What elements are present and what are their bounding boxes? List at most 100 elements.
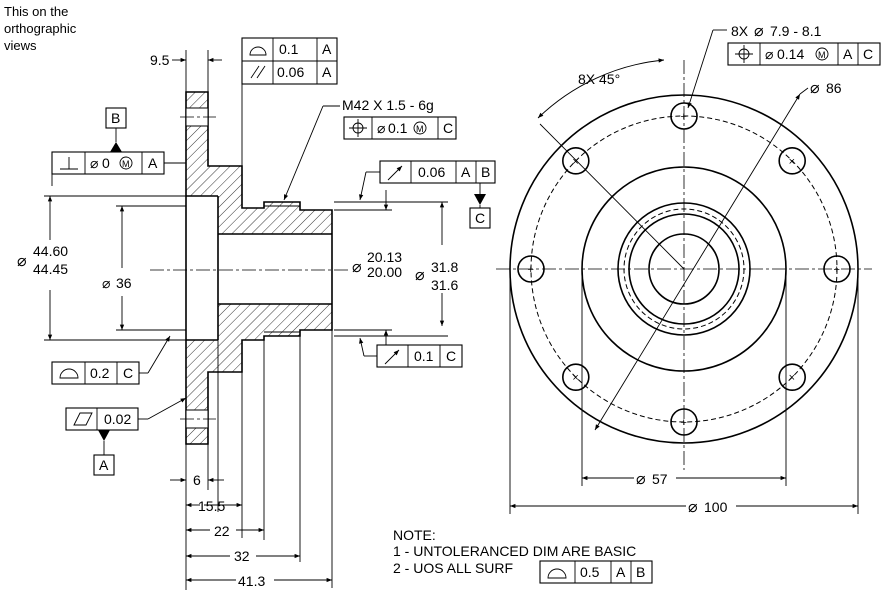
profile-surface-icon (59, 368, 79, 379)
thread-pos-tol: 0.1 (388, 120, 408, 136)
bolt-hole (823, 255, 851, 283)
notes-datum-1: A (616, 564, 626, 580)
svg-text:M: M (818, 50, 826, 60)
fcf-runout-2: 0.1 C (359, 337, 463, 368)
bolt-hole (517, 255, 545, 283)
fcf-perp: ⌀ 0 M A (51, 151, 186, 186)
profile-surface-icon (249, 46, 267, 56)
runout-datum-2: B (481, 164, 490, 180)
fcf-runout: 0.06 A B C (359, 160, 496, 229)
dim-dia-57: ⌀ 57 (581, 269, 787, 488)
hole-pos-datum-1: A (843, 46, 853, 62)
thread-pos-datum: C (443, 120, 453, 136)
bolt-hole-center-mark: × (789, 372, 795, 384)
dia-44-upper: 44.60 (33, 243, 68, 259)
dim-15-5-text: 15.5 (198, 498, 225, 514)
intro-note: This on the orthographic views (4, 4, 77, 53)
bolt-hole (562, 147, 590, 175)
notes-line-2: 2 - UOS ALL SURF (393, 560, 513, 576)
hole-size: 7.9 - 8.1 (770, 23, 822, 39)
intro-note-line-2: orthographic (4, 21, 77, 36)
notes: NOTE: 1 - UNTOLERANCED DIM ARE BASIC 2 -… (393, 527, 653, 584)
dia-31-lower: 31.6 (431, 277, 458, 293)
svg-text:⌀: ⌀ (636, 471, 646, 488)
thread-text: M42 X 1.5 - 6g (342, 97, 434, 113)
position-icon (349, 119, 367, 137)
perp-tol: 0 (102, 155, 110, 171)
circular-runout-icon (384, 349, 400, 365)
top-profile-tol: 0.1 (279, 41, 299, 57)
datum-a-label: A (99, 457, 109, 473)
bolt-hole-center-mark: × (572, 156, 578, 168)
bolt-hole-center-mark: + (528, 264, 534, 276)
dim-22-text: 22 (214, 523, 230, 539)
fcf-flatness: 0.02 A (65, 397, 187, 476)
section-view (150, 91, 348, 445)
profile-left-tol: 0.2 (90, 365, 110, 381)
notes-title: NOTE: (393, 527, 436, 543)
svg-text:⌀: ⌀ (377, 120, 385, 136)
profile-left-datum: C (123, 365, 133, 381)
dim-dia-36: ⌀ 36 (102, 205, 186, 331)
dia-20-upper: 20.13 (367, 249, 402, 265)
dim-dia-20: ⌀ 20.13 20.00 (334, 190, 402, 348)
svg-text:⌀: ⌀ (415, 267, 425, 284)
dim-dia-100: ⌀ 100 (509, 269, 859, 516)
dia-36-text: 36 (116, 275, 132, 291)
top-parallel-datum: A (322, 64, 332, 80)
dim-41-3-text: 41.3 (238, 573, 265, 589)
bolt-hole-center-mark: + (681, 111, 687, 123)
bolt-hole-center-mark: + (834, 264, 840, 276)
flatness-tol: 0.02 (104, 411, 131, 427)
flatness-icon (73, 412, 93, 426)
hole-pos-datum-2: C (863, 46, 873, 62)
dim-6-text: 6 (193, 472, 201, 488)
svg-text:⌀: ⌀ (17, 253, 27, 270)
fcf-profile-left: 0.2 C (51, 335, 171, 385)
bolt-hole-center-mark: × (572, 372, 578, 384)
bolt-hole (562, 363, 590, 391)
intro-note-line-1: This on the (4, 4, 68, 19)
perp-datum: A (148, 155, 158, 171)
dia-57-text: 57 (652, 471, 668, 487)
datum-triangle-icon (110, 142, 122, 152)
hole-count: 8X (731, 23, 749, 39)
dim-dia-44: ⌀ 44.60 44.45 (17, 195, 186, 341)
intro-note-line-3: views (4, 38, 37, 53)
svg-text:⌀: ⌀ (688, 499, 698, 516)
notes-line-1: 1 - UNTOLERANCED DIM ARE BASIC (393, 543, 636, 559)
hole-callout: 8X ⌀ 7.9 - 8.1 ⌀ 0.14 M A C (687, 23, 881, 109)
dim-9-5: 9.5 (150, 50, 222, 92)
dia-100-text: 100 (704, 499, 728, 515)
svg-text:⌀: ⌀ (102, 275, 110, 291)
svg-text:⌀: ⌀ (765, 46, 773, 62)
dim-9-5-text: 9.5 (150, 52, 170, 68)
parallelism-icon (250, 65, 266, 79)
thread-callout: M42 X 1.5 - 6g ⌀ 0.1 M C (283, 97, 457, 201)
notes-profile-tol: 0.5 (580, 564, 600, 580)
runout-2-tol: 0.1 (414, 348, 434, 364)
dim-32-text: 32 (234, 548, 250, 564)
dim-dia-86: ⌀ 86 (594, 80, 842, 431)
runout-2-datum: C (446, 348, 456, 364)
svg-text:M: M (122, 159, 130, 169)
datum-b: B (105, 107, 127, 152)
dia-44-lower: 44.45 (33, 261, 68, 277)
runout-datum-1: A (461, 164, 471, 180)
runout-tol: 0.06 (418, 164, 445, 180)
svg-text:M: M (416, 124, 424, 134)
svg-text:⌀: ⌀ (90, 155, 98, 171)
perpendicularity-icon (60, 157, 78, 170)
datum-c-label: C (475, 210, 485, 226)
svg-text:⌀: ⌀ (810, 80, 820, 97)
bolt-hole-center-mark: + (681, 417, 687, 429)
fcf-top: 0.1 A 0.06 A (241, 37, 338, 166)
svg-text:⌀: ⌀ (754, 23, 764, 40)
bottom-dims: 6 15.5 22 32 41.3 (170, 330, 333, 590)
notes-datum-2: B (636, 564, 645, 580)
profile-surface-icon (547, 568, 567, 579)
dia-86-text: 86 (826, 80, 842, 96)
datum-b-label: B (111, 110, 120, 126)
top-parallel-tol: 0.06 (277, 64, 304, 80)
